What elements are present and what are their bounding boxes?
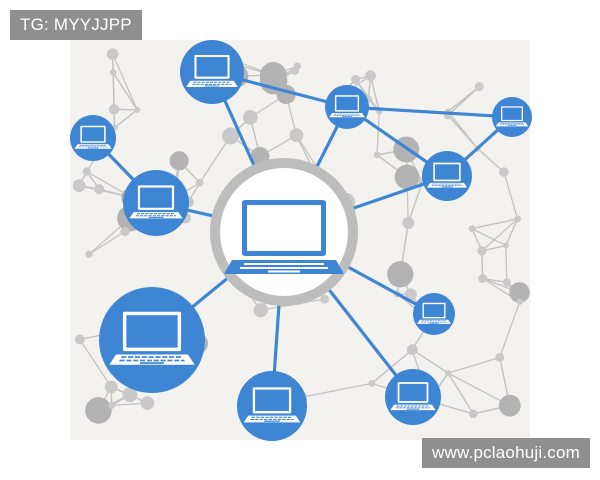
mesh-node xyxy=(509,282,530,303)
website-watermark: www.pclaohuji.com xyxy=(422,438,590,468)
mesh-link xyxy=(447,356,500,374)
mesh-link xyxy=(477,148,505,173)
mesh-node xyxy=(394,164,420,190)
mesh-node xyxy=(140,396,155,410)
mesh-link xyxy=(499,301,521,358)
mesh-node xyxy=(404,288,417,301)
mesh-node xyxy=(368,379,376,387)
mesh-link xyxy=(447,114,479,150)
mesh-node xyxy=(320,294,330,304)
mesh-node xyxy=(387,261,414,288)
laptop-node xyxy=(123,170,189,236)
mesh-link xyxy=(447,372,511,407)
mesh-link xyxy=(505,218,519,246)
mesh-node xyxy=(195,178,204,187)
top-left-tag: TG: MYYJJPP xyxy=(10,10,142,40)
laptop-node xyxy=(492,97,532,137)
mesh-node xyxy=(74,334,85,345)
mesh-node xyxy=(104,380,118,394)
mesh-node xyxy=(502,242,509,249)
mesh-link xyxy=(299,382,372,399)
mesh-node xyxy=(365,70,376,82)
mesh-node xyxy=(85,250,93,258)
hub-laptop-icon xyxy=(224,200,344,274)
mesh-node xyxy=(72,179,86,192)
mesh-node xyxy=(108,401,116,409)
mesh-node xyxy=(120,226,130,237)
mesh-node xyxy=(106,48,119,60)
blue-link xyxy=(346,105,513,119)
laptop-node xyxy=(237,371,307,441)
mesh-link xyxy=(371,349,413,384)
mesh-link xyxy=(369,75,380,112)
mesh-node xyxy=(253,302,268,318)
mesh-link xyxy=(355,79,380,112)
laptop-nodes xyxy=(70,40,532,441)
mesh-link xyxy=(447,372,474,415)
mesh-node xyxy=(222,127,240,145)
mesh-link xyxy=(88,230,126,255)
mesh-link xyxy=(471,218,518,230)
mesh-node xyxy=(514,215,522,223)
mesh-link xyxy=(411,349,449,374)
mesh-node xyxy=(498,394,521,417)
mesh-node xyxy=(108,104,120,115)
laptop-node xyxy=(422,151,472,201)
mesh-node xyxy=(406,344,418,355)
mesh-link xyxy=(199,135,232,184)
mesh-node xyxy=(373,151,381,159)
mesh-node xyxy=(499,167,509,177)
mesh-node xyxy=(109,69,117,76)
mesh-node xyxy=(169,151,189,171)
mesh-node xyxy=(474,82,484,92)
mesh-link xyxy=(112,72,115,110)
mesh-link xyxy=(79,339,112,388)
laptop-node xyxy=(180,40,244,104)
mesh-link xyxy=(447,86,480,116)
mesh-node xyxy=(495,352,505,362)
mesh-link xyxy=(114,109,138,129)
mesh-link xyxy=(481,218,518,252)
mesh-node xyxy=(82,167,91,176)
laptop-node xyxy=(325,85,369,129)
laptop-node xyxy=(413,293,455,335)
mesh-node xyxy=(289,128,304,143)
mesh-node xyxy=(259,61,287,89)
mesh-node xyxy=(242,109,258,125)
mesh-node xyxy=(122,387,138,403)
mesh-link xyxy=(376,111,380,155)
mesh-node xyxy=(351,75,361,84)
mesh-link xyxy=(112,53,138,111)
mesh-node xyxy=(477,246,487,256)
mesh-node xyxy=(402,217,415,230)
mesh-link xyxy=(503,171,519,220)
mesh-link xyxy=(471,228,507,247)
laptop-node xyxy=(70,115,116,161)
mesh-node xyxy=(85,397,112,424)
mesh-node xyxy=(94,184,105,195)
mesh-link xyxy=(407,182,423,224)
mesh-node xyxy=(468,409,478,419)
mesh-node xyxy=(290,66,299,76)
mesh-node xyxy=(468,225,476,233)
mesh-node xyxy=(445,370,452,377)
mesh-link xyxy=(505,245,508,283)
laptop-node xyxy=(385,369,441,425)
mesh-link xyxy=(112,72,138,111)
mesh-node xyxy=(516,298,523,305)
laptop-node xyxy=(99,287,205,393)
mesh-node xyxy=(134,106,141,113)
mesh-node xyxy=(478,274,488,283)
central-hub xyxy=(210,158,358,306)
mesh-node xyxy=(502,278,511,287)
